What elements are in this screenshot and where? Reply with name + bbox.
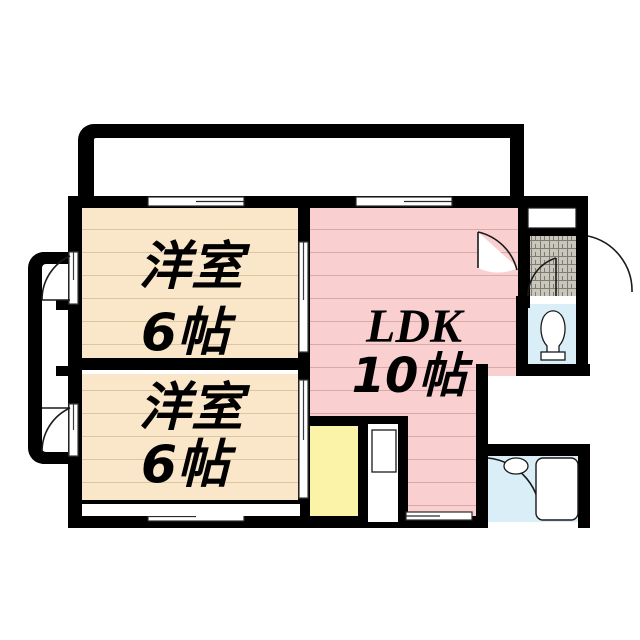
wall-kitchen-divider [358,424,368,522]
left-balcony-stub-bottom [42,452,72,464]
fixtures [82,207,588,522]
window-ldk-bottom [405,511,473,521]
room-western-2-label-line2: 6帖 [141,435,237,495]
door-swing-balcony-upper[interactable] [41,255,71,301]
door-swing-genkan-inner[interactable] [527,257,557,297]
wall-ldk-corridor [476,364,488,522]
window-room1-top [147,196,245,207]
wall-corridor-bottom [476,444,590,456]
room-ldk-label-line2: 10帖 [352,348,474,404]
room-western-1-fill [82,206,300,358]
wall-room2-closet-top [82,500,300,505]
left-balcony-outline [28,252,68,464]
wall-kitchen-counter-top [366,416,408,426]
wall-toilet-bottom [516,364,590,376]
sliding-door-room2-ldk[interactable] [298,379,309,499]
kitchen-closet-fill [308,424,360,522]
left-balcony-stub-top [42,252,72,264]
genkan-upper-shelf [527,207,577,229]
door-swings [41,231,633,521]
room-western-2-label-line1: 洋室 [139,378,251,438]
bathtub-fixture [535,457,579,521]
wall-right-outer-lower [578,444,590,528]
balcony-door-room1[interactable] [68,251,79,305]
room-ldk-label-line1: LDK [365,300,465,353]
balcony-top-outline [78,124,524,204]
room-fills [82,206,530,522]
kitchen-sink-fixture [368,424,398,522]
genkan-tile-fill [528,236,576,296]
wall-right-outer-upper [576,196,588,372]
room-western-1-label-line1: 洋室 [139,237,251,297]
wall-ldk-genkan [518,196,530,308]
closet-strip-room2 [82,504,300,516]
sliding-door-room1-ldk[interactable] [298,241,309,353]
room-western-1-label-line2: 6帖 [141,303,237,363]
wall-ldk-toilet [516,296,528,376]
toilet-fixture [540,310,566,361]
left-balcony-mid-stub-2 [56,366,82,376]
left-balcony-mid-stub [56,300,82,310]
door-swing-front-entrance[interactable] [587,235,633,293]
room-ldk-fill-lower [402,419,477,522]
wall-kitchen-top [298,416,370,426]
wall-kitchen-counter-right [398,420,408,522]
wall-genkan-top [520,196,588,208]
room-western-2-fill [82,374,300,504]
door-swing-balcony-lower[interactable] [41,407,71,453]
corridor-fill [488,376,588,444]
door-swing-ldk-entry[interactable] [477,231,518,273]
balcony-door-room2[interactable] [68,403,79,457]
wall-between-rooms [78,358,304,370]
sliding-doors [68,241,309,499]
room-labels: 洋室 6帖 洋室 6帖 LDK 10帖 [139,237,473,495]
window-ldk-top [355,196,453,207]
wall-genkan-divider [520,228,580,236]
washbasin-fixture [503,457,529,475]
